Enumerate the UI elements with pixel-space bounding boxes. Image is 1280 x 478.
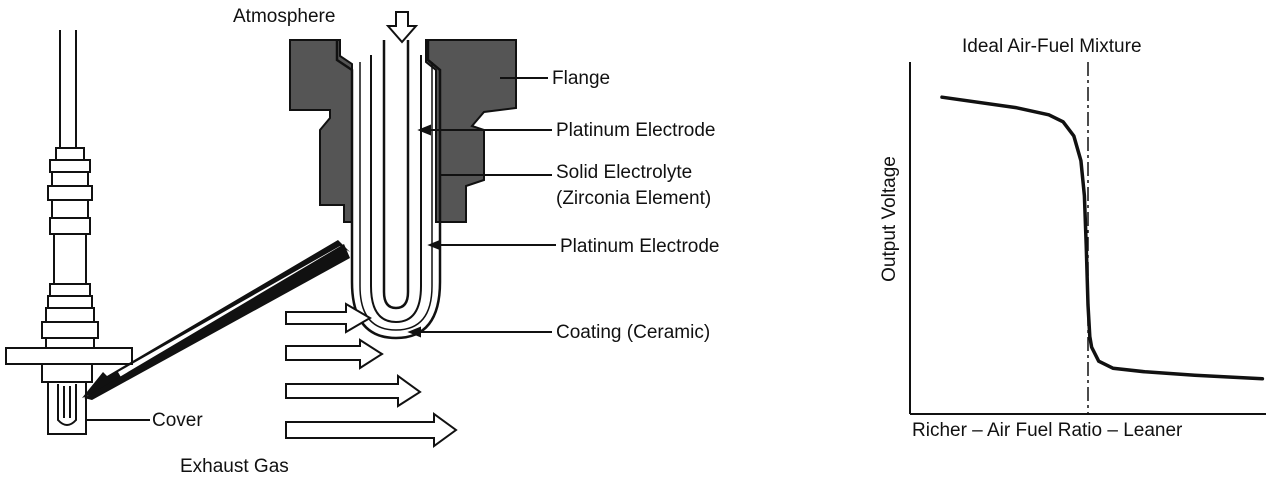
flange-left	[289, 39, 353, 223]
platinum-electrode-outer-label: Platinum Electrode	[560, 236, 720, 257]
cover-label: Cover	[152, 410, 203, 431]
voltage-chart	[909, 62, 1266, 415]
exhaust-gas-arrows	[285, 302, 458, 448]
solid-electrolyte-label: Solid Electrolyte	[556, 162, 693, 183]
detail-pointer-arrow	[82, 240, 350, 398]
atmosphere-label: Atmosphere	[233, 6, 336, 27]
sensor-cross-section	[285, 11, 556, 448]
x-axis-label: Richer – Air Fuel Ratio – Leaner	[912, 420, 1183, 441]
sensor-assembly	[5, 30, 150, 435]
zirconia-element-label: (Zirconia Element)	[556, 188, 712, 209]
chart-title: Ideal Air-Fuel Mixture	[962, 36, 1142, 57]
platinum-electrode-inner-label: Platinum Electrode	[556, 120, 716, 141]
voltage-curve	[940, 95, 1265, 381]
exhaust-gas-label: Exhaust Gas	[180, 456, 289, 477]
y-axis-label: Output Voltage	[879, 156, 900, 282]
coating-label: Coating (Ceramic)	[556, 322, 711, 343]
flange-label: Flange	[552, 68, 611, 89]
atmosphere-arrow	[385, 11, 419, 44]
